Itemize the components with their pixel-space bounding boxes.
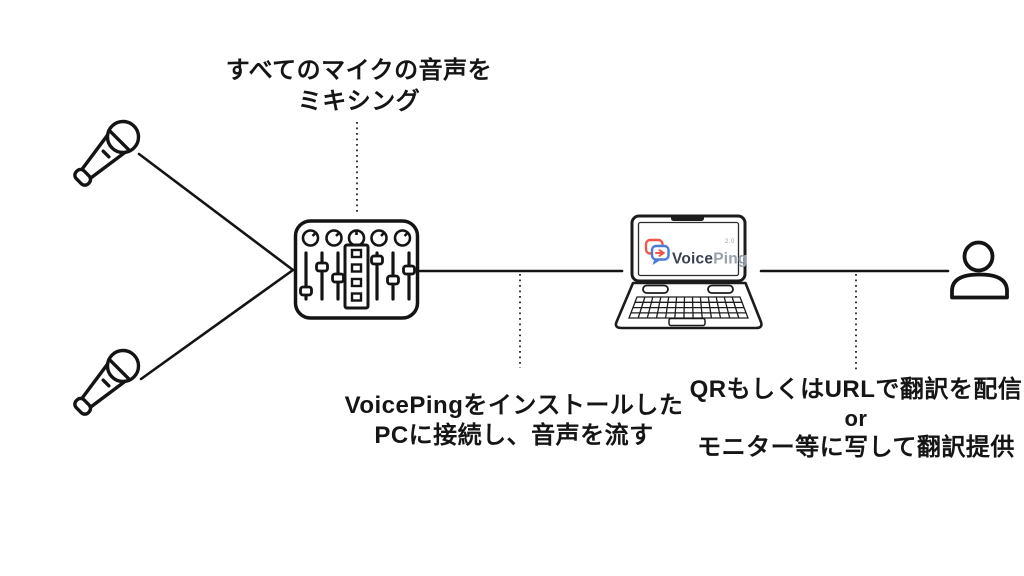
wordmark-ping: Ping bbox=[713, 251, 747, 268]
laptop-icon: VoicePing 2.0 bbox=[614, 214, 763, 330]
pc-note: VoicePingをインストールした PCに接続し、音声を流す bbox=[345, 391, 684, 451]
microphone-icon bbox=[66, 342, 147, 423]
delivery-note: QRもしくはURLで翻訳を配信 or モニター等に写して翻訳提供 bbox=[690, 375, 1023, 462]
pc-note-line2: PCに接続し、音声を流す bbox=[374, 422, 654, 449]
logo-arrow-head bbox=[658, 249, 665, 257]
wordmark-voice: Voice bbox=[672, 251, 713, 268]
laptop-screen bbox=[637, 221, 740, 277]
voiceping-logo: VoicePing 2.0 bbox=[644, 238, 748, 268]
laptop-touchpad bbox=[668, 317, 706, 327]
delivery-note-line2: or bbox=[844, 406, 868, 431]
microphone-icon bbox=[66, 113, 147, 194]
mixing-note-line2: ミキシング bbox=[297, 88, 421, 115]
mixer-sliders bbox=[299, 251, 416, 301]
version-label: 2.0 bbox=[725, 239, 735, 245]
person-body bbox=[950, 272, 1009, 300]
mixing-note: すべてのマイクの音声を ミキシング bbox=[226, 55, 492, 117]
dotted-leaders bbox=[356, 122, 857, 371]
person-head bbox=[962, 240, 995, 273]
laptop-camera-bar bbox=[671, 214, 704, 221]
laptop-base bbox=[614, 281, 763, 330]
audio-mixer-icon bbox=[293, 219, 420, 320]
line-mic-top-to-mixer bbox=[137, 152, 295, 272]
voiceping-wordmark: VoicePing bbox=[672, 251, 748, 268]
person-icon bbox=[950, 240, 1009, 300]
mixer-knobs bbox=[301, 229, 412, 247]
mixer-channel-strip bbox=[343, 243, 370, 310]
mixing-note-line1: すべてのマイクの音声を bbox=[225, 57, 493, 84]
line-mic-bottom-to-mixer bbox=[139, 268, 295, 381]
pc-note-line1: VoicePingをインストールした bbox=[344, 392, 684, 419]
delivery-note-line1: QRもしくはURLで翻訳を配信 bbox=[689, 376, 1023, 403]
connector-lines bbox=[137, 152, 950, 381]
laptop-keyboard-keys bbox=[628, 296, 749, 319]
delivery-note-line3: モニター等に写して翻訳提供 bbox=[697, 434, 1015, 461]
laptop-hinges bbox=[642, 284, 734, 294]
